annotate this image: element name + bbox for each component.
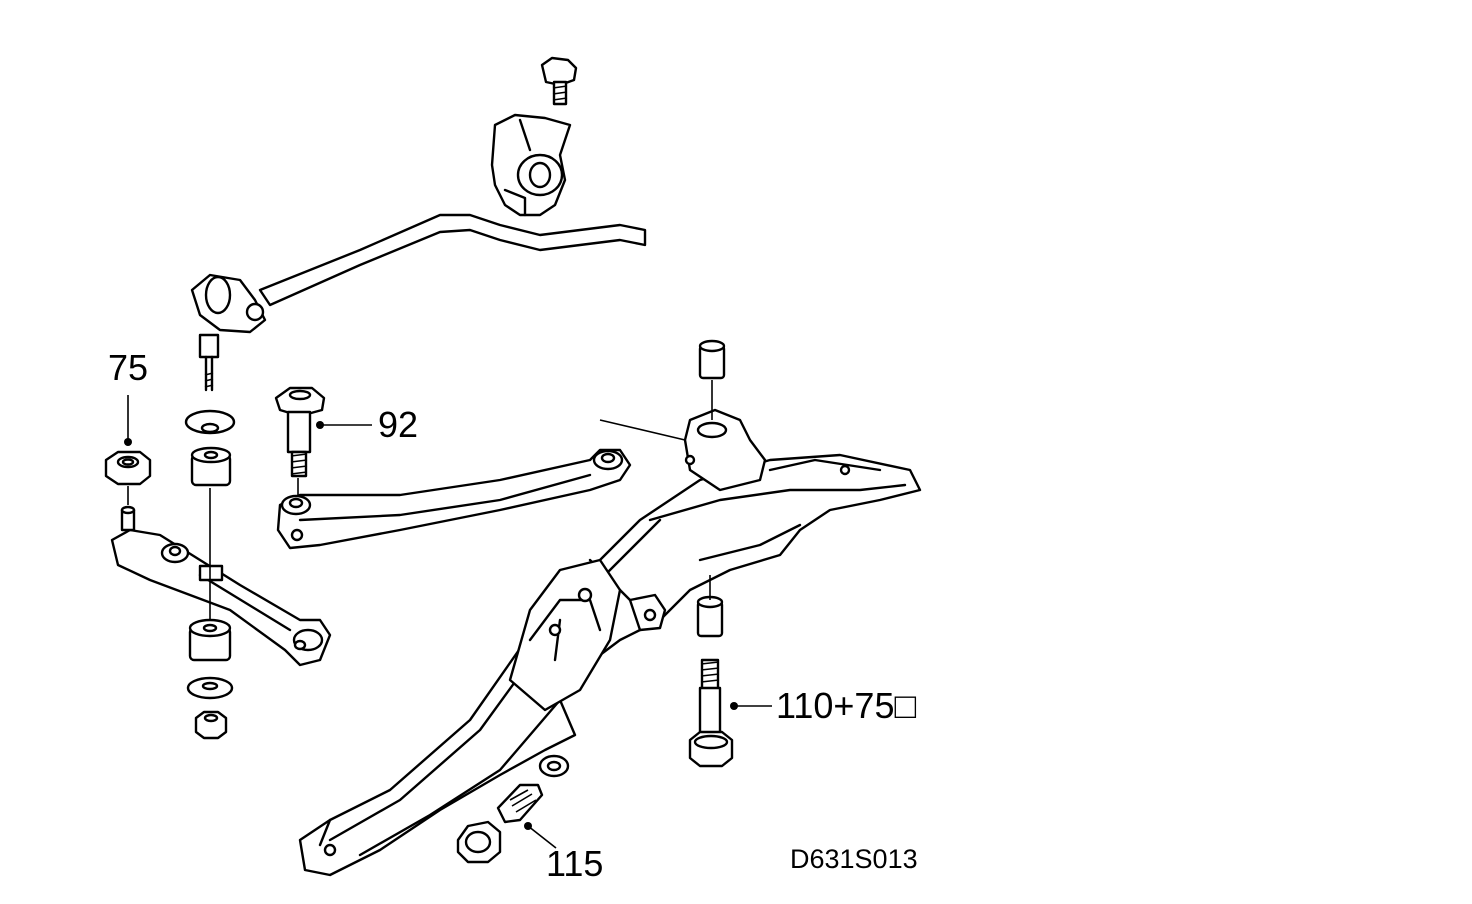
- subframe-mount-tower: [683, 408, 767, 492]
- callout-110: 110+75□: [776, 685, 917, 726]
- callout-75: 75: [108, 347, 149, 388]
- link-bushing-lower: [188, 618, 232, 662]
- subframe-bracket: [508, 558, 667, 712]
- bolt-92: [274, 386, 326, 478]
- link-washer-lower: [186, 676, 234, 700]
- mount-sleeve-upper: [698, 339, 726, 380]
- callout-92: 92: [378, 404, 419, 445]
- washer-115: [538, 754, 570, 778]
- bolt-110: [688, 658, 734, 768]
- clamp-bolt: [540, 56, 578, 106]
- leader-line-115: [527, 825, 557, 849]
- stabilizer-link: [198, 333, 220, 392]
- upper-control-arm: [276, 419, 686, 550]
- lower-control-arm: [110, 528, 332, 667]
- nut-75: [104, 450, 152, 486]
- mount-sleeve-lower: [696, 595, 724, 638]
- link-bushing-upper: [190, 446, 232, 487]
- bolt-115: [456, 783, 544, 864]
- stabilizer-bushing-clamp: [490, 113, 572, 217]
- callout-115: 115: [546, 843, 604, 884]
- drawing-code: D631S013: [790, 844, 918, 874]
- link-nut: [194, 710, 228, 740]
- stabilizer-bar: [190, 213, 647, 334]
- ball-joint-stud: [120, 505, 136, 532]
- link-washer-upper: [184, 409, 236, 435]
